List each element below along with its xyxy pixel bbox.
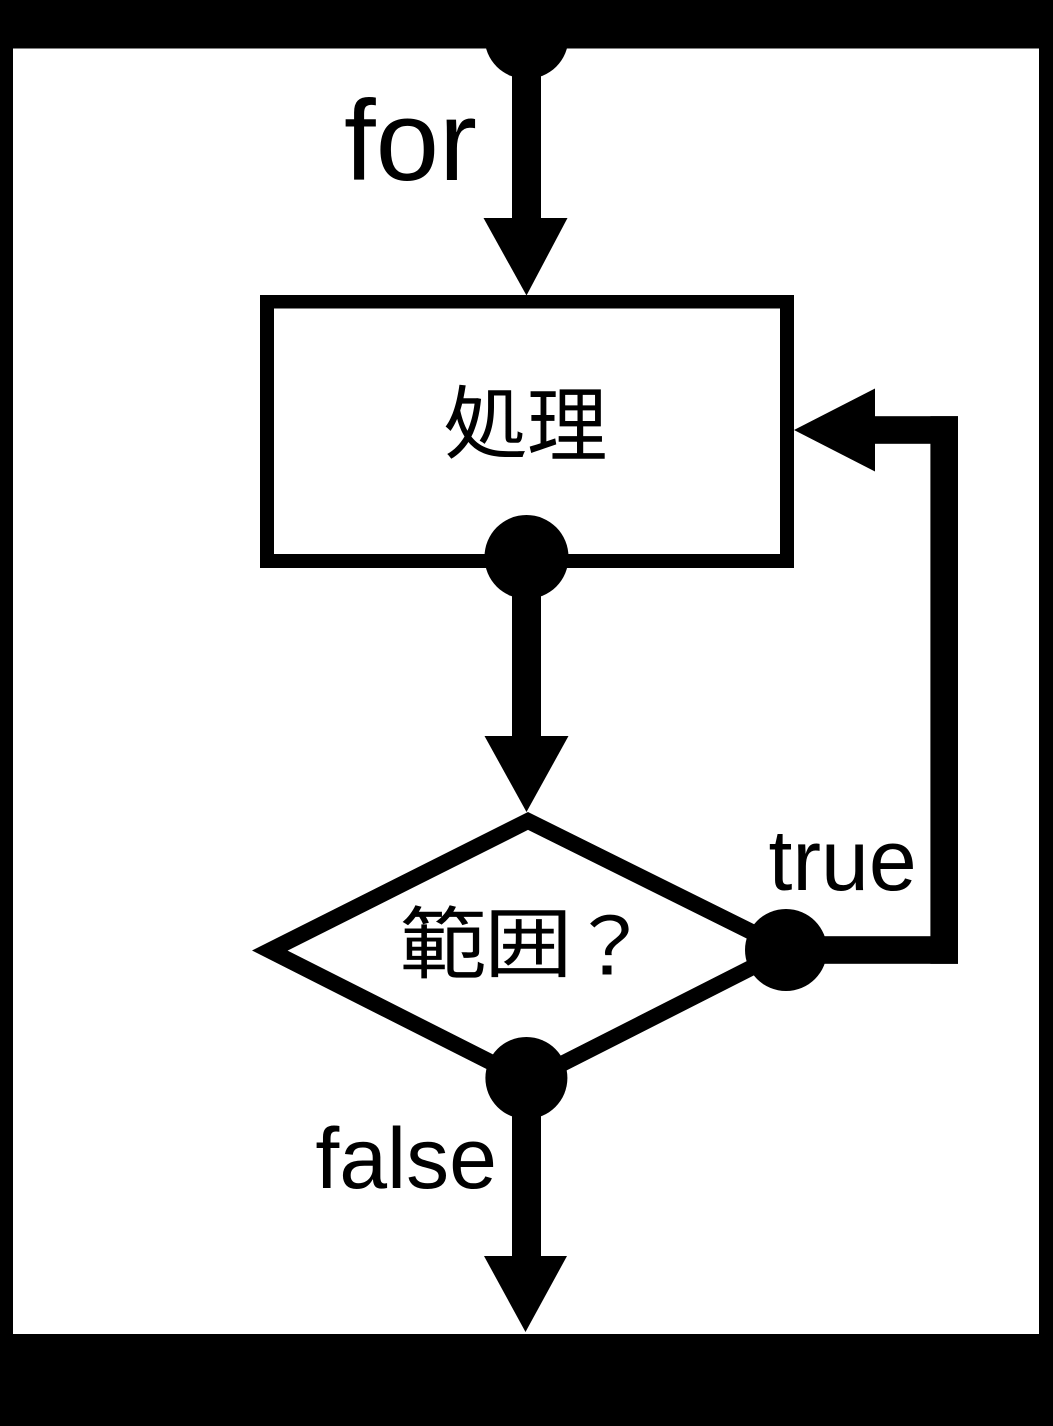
svg-text:true: true	[769, 813, 917, 909]
svg-text:false: false	[315, 1111, 497, 1207]
svg-text:for: for	[344, 78, 477, 205]
